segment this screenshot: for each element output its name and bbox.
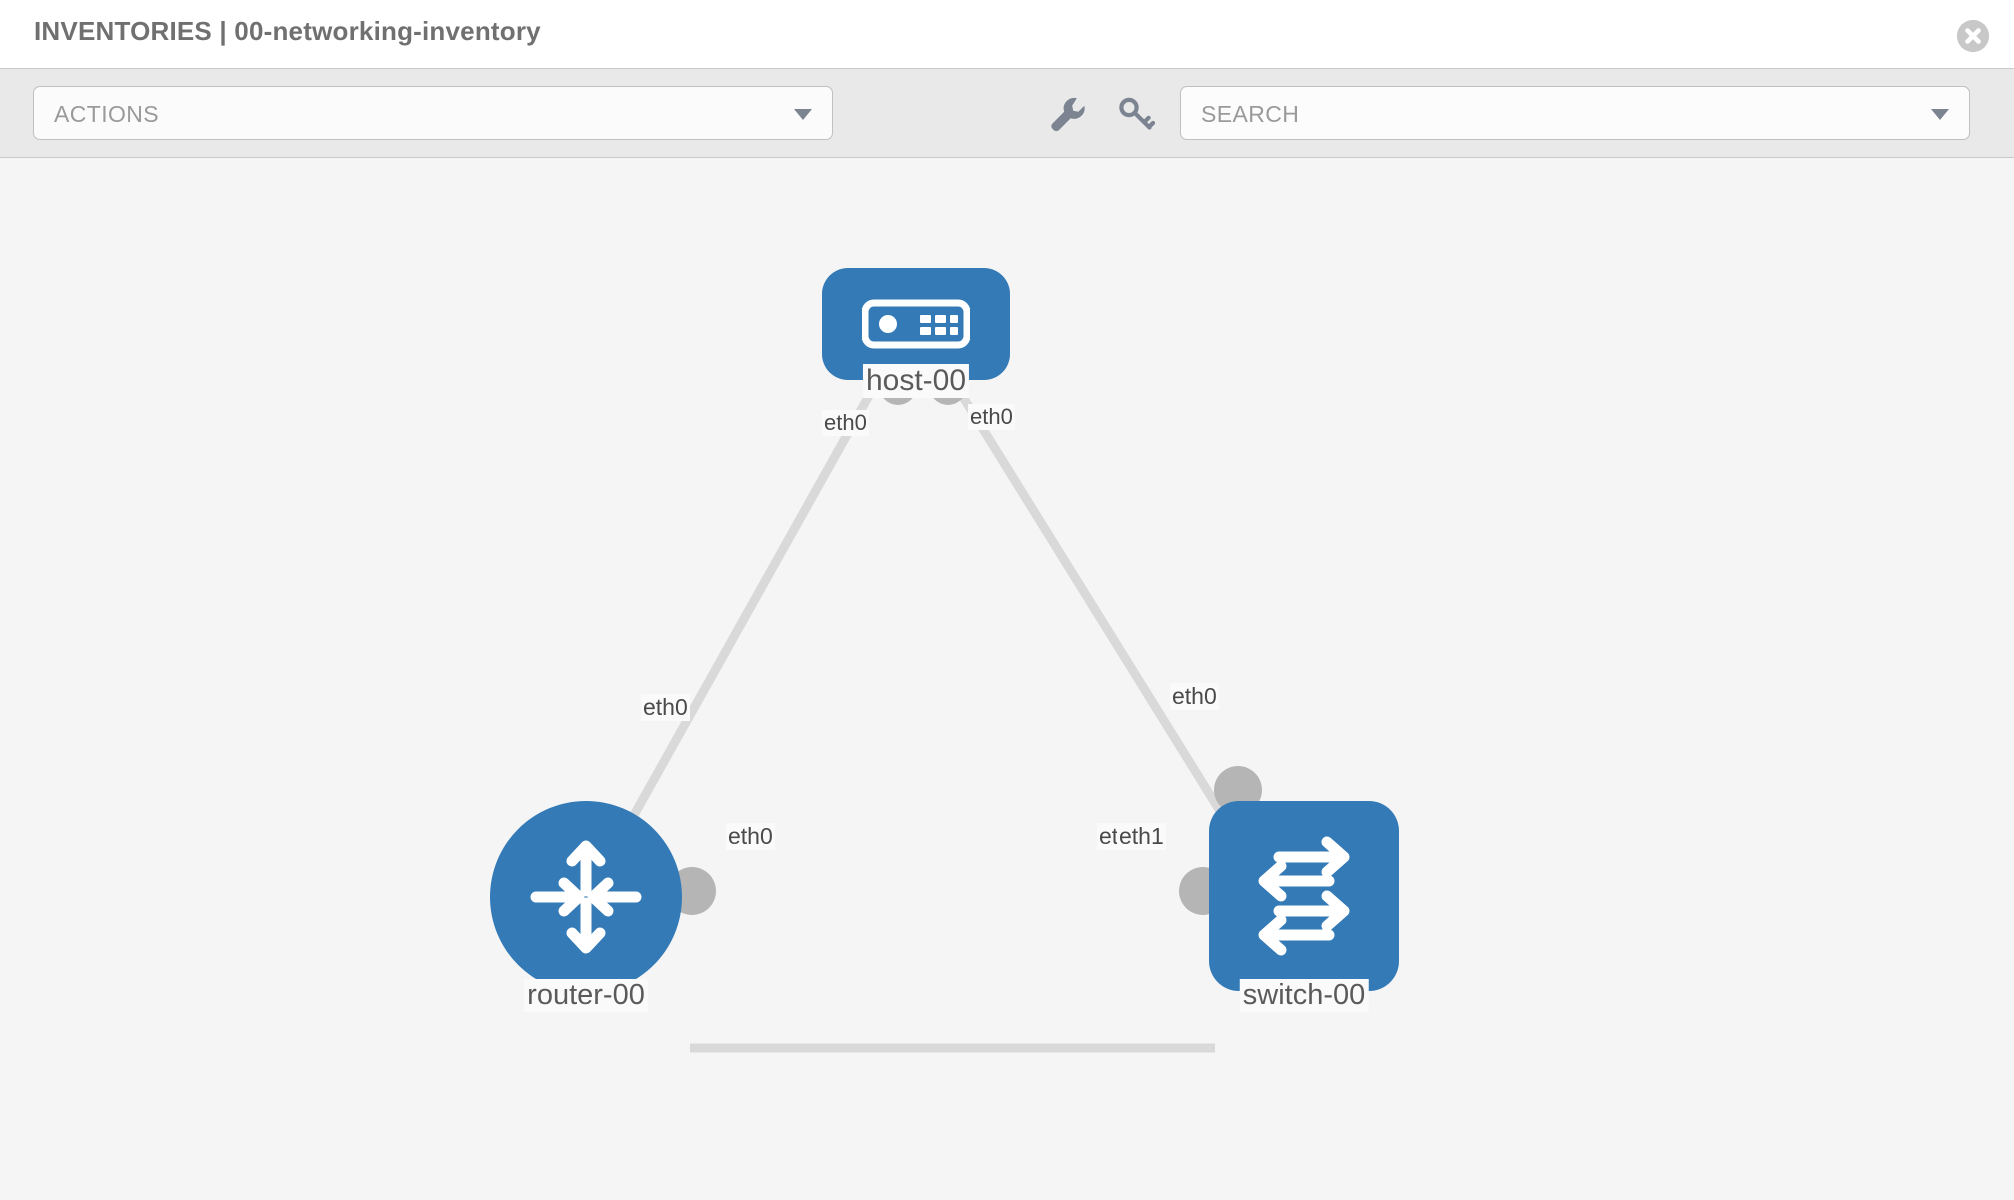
link-host-router[interactable] <box>606 373 884 861</box>
iface-label-host-right: eth0 <box>968 404 1015 430</box>
iface-label-router-up: eth0 <box>641 694 690 721</box>
node-switch-00-shape[interactable] <box>1209 801 1399 991</box>
node-host-00-label: host-00 <box>862 364 970 398</box>
iface-label-router-right: eth0 <box>726 823 775 850</box>
iface-label-host-left: eth0 <box>822 410 869 436</box>
link-host-switch[interactable] <box>946 373 1247 851</box>
node-switch-00[interactable]: switch-00 <box>1209 801 1399 1012</box>
actions-dropdown[interactable]: ACTIONS <box>33 86 833 140</box>
switch-arrows-icon <box>1258 836 1350 956</box>
chevron-down-icon[interactable] <box>1931 109 1949 120</box>
page-header: INVENTORIES | 00-networking-inventory <box>0 0 2014 68</box>
iface-label-switch-left: eth1 <box>1117 823 1166 850</box>
search-placeholder: SEARCH <box>1201 101 1300 127</box>
search-input[interactable]: SEARCH <box>1180 86 1970 140</box>
chevron-down-icon <box>794 109 812 120</box>
node-host-00[interactable]: host-00 <box>822 268 1010 398</box>
toolbar: ACTIONS SEARCH <box>0 68 2014 158</box>
page-title: INVENTORIES | 00-networking-inventory <box>34 16 541 46</box>
topology-canvas[interactable]: host-00 <box>0 158 2014 1200</box>
router-arrows-icon <box>530 840 642 954</box>
actions-dropdown-label: ACTIONS <box>54 101 160 127</box>
iface-label-switch-up: eth0 <box>1170 683 1219 710</box>
close-icon[interactable] <box>1957 20 1989 52</box>
server-icon <box>862 299 970 349</box>
node-switch-00-label: switch-00 <box>1239 979 1369 1012</box>
node-router-00-label: router-00 <box>524 979 648 1012</box>
wrench-icon[interactable] <box>1043 91 1089 137</box>
node-host-00-shape[interactable] <box>822 268 1010 380</box>
key-icon[interactable] <box>1113 91 1159 137</box>
node-router-00[interactable]: router-00 <box>490 801 682 1012</box>
node-router-00-shape[interactable] <box>490 801 682 993</box>
